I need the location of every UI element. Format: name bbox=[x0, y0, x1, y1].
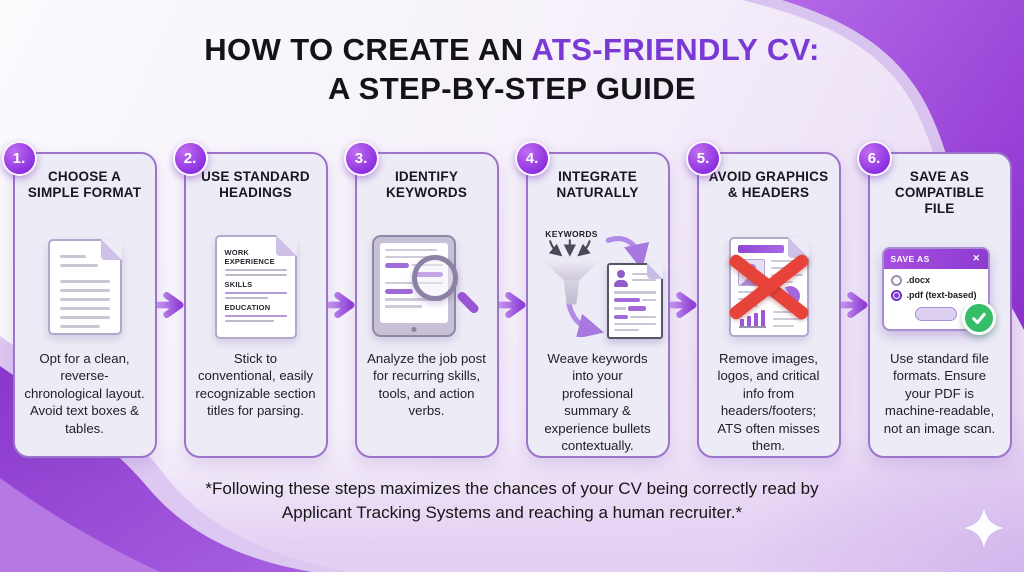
crossed-document-icon bbox=[728, 236, 809, 337]
dialog-button bbox=[914, 306, 957, 321]
steps-row: 1. CHOOSE A SIMPLE FORMAT Opt for a clea… bbox=[1, 141, 1018, 458]
step-number-badge: 4. bbox=[514, 141, 550, 176]
step-number-badge: 5. bbox=[685, 141, 721, 176]
doc-heading: EDUCATION bbox=[224, 302, 271, 312]
header-bar bbox=[737, 244, 784, 253]
footer-note: *Following these steps maximizes the cha… bbox=[205, 478, 819, 523]
dialog-title: SAVE AS bbox=[890, 253, 930, 264]
radio-option-pdf: .pdf (text-based) bbox=[890, 289, 981, 301]
flow-arrow-icon bbox=[327, 152, 355, 458]
magnifier-icon bbox=[411, 254, 458, 301]
simple-document-icon bbox=[47, 238, 122, 335]
flow-arrow-icon bbox=[498, 152, 526, 458]
step-number: 2. bbox=[183, 150, 197, 167]
close-icon: ✕ bbox=[972, 253, 981, 263]
step-title: SAVE AS COMPATIBLE FILE bbox=[894, 169, 985, 217]
person-avatar-icon bbox=[613, 269, 628, 287]
step-description: Remove images, logos, and critical info … bbox=[717, 351, 820, 454]
funnel-arrows bbox=[548, 235, 649, 338]
flow-arrow-icon bbox=[669, 152, 697, 458]
save-dialog-icon: SAVE AS ✕ .docx .pdf (text-based) bbox=[881, 239, 998, 335]
title-prefix: HOW TO CREATE AN bbox=[204, 32, 524, 67]
funnel-stem bbox=[563, 279, 580, 305]
page-header: HOW TO CREATE AN ATS-FRIENDLY CV: A STEP… bbox=[0, 0, 1024, 108]
page-fold bbox=[100, 238, 122, 260]
step-title: AVOID GRAPHICS & HEADERS bbox=[708, 169, 829, 201]
step-card-2: 2. USE STANDARD HEADINGS WORK EXPERIENCE… bbox=[172, 141, 328, 458]
step-card-4: 4. INTEGRATE NATURALLY KEYWORDS bbox=[514, 141, 670, 458]
step-description: Weave keywords into your professional su… bbox=[544, 351, 651, 454]
step-title: USE STANDARD HEADINGS bbox=[201, 169, 310, 201]
keywords-label: KEYWORDS bbox=[545, 228, 598, 239]
step-card-3: 3. IDENTIFY KEYWORDS bbox=[343, 141, 499, 458]
keywords-funnel-icon: KEYWORDS bbox=[537, 228, 663, 345]
page-fold bbox=[646, 262, 663, 279]
doc-heading: SKILLS bbox=[224, 279, 253, 289]
page-title: HOW TO CREATE AN ATS-FRIENDLY CV: bbox=[0, 30, 1024, 69]
step-number: 5. bbox=[696, 150, 710, 167]
step-description: Opt for a clean, reverse-chronological l… bbox=[24, 351, 145, 436]
tablet-magnifier-icon bbox=[371, 234, 482, 339]
step-number: 3. bbox=[354, 150, 368, 167]
step-number-badge: 3. bbox=[343, 141, 379, 176]
cv-document-icon bbox=[606, 262, 663, 339]
radio-selected-icon bbox=[890, 289, 902, 301]
step-title: CHOOSE A SIMPLE FORMAT bbox=[27, 169, 142, 201]
magnifier-handle bbox=[455, 289, 480, 315]
step-number-badge: 2. bbox=[172, 141, 208, 176]
page-fold bbox=[275, 234, 297, 256]
radio-option-docx: .docx bbox=[890, 274, 981, 286]
doc-heading: WORK EXPERIENCE bbox=[224, 247, 275, 266]
step-description: Use standard file formats. Ensure your P… bbox=[883, 351, 996, 436]
headings-document-icon: WORK EXPERIENCE SKILLS EDUCATION bbox=[214, 234, 297, 339]
radio-icon bbox=[890, 274, 902, 286]
radio-label: .pdf (text-based) bbox=[906, 290, 977, 300]
step-number-badge: 6. bbox=[856, 141, 892, 176]
step-title: INTEGRATE NATURALLY bbox=[556, 169, 639, 201]
step-card-5: 5. AVOID GRAPHICS & HEADERS Remove image… bbox=[685, 141, 841, 458]
step-description: Stick to conventional, easily recognizab… bbox=[195, 351, 316, 419]
home-button-icon bbox=[411, 326, 416, 332]
step-card-1: 1. CHOOSE A SIMPLE FORMAT Opt for a clea… bbox=[1, 141, 157, 458]
step-description: Analyze the job post for recurring skill… bbox=[367, 351, 486, 419]
flow-arrow-icon bbox=[840, 152, 868, 458]
step-title: IDENTIFY KEYWORDS bbox=[385, 169, 468, 201]
title-accent: ATS-FRIENDLY CV: bbox=[531, 32, 820, 67]
checkmark-icon bbox=[961, 300, 996, 335]
step-number-badge: 1. bbox=[1, 141, 37, 176]
step-number: 1. bbox=[12, 150, 26, 167]
step-card-6: 6. SAVE AS COMPATIBLE FILE SAVE AS ✕ .do… bbox=[856, 141, 1012, 458]
page-subtitle: A STEP-BY-STEP GUIDE bbox=[327, 71, 696, 107]
sparkle-icon bbox=[964, 508, 1004, 548]
step-number: 6. bbox=[867, 150, 881, 167]
radio-label: .docx bbox=[906, 275, 931, 285]
step-number: 4. bbox=[525, 150, 539, 167]
flow-arrow-icon bbox=[156, 152, 184, 458]
